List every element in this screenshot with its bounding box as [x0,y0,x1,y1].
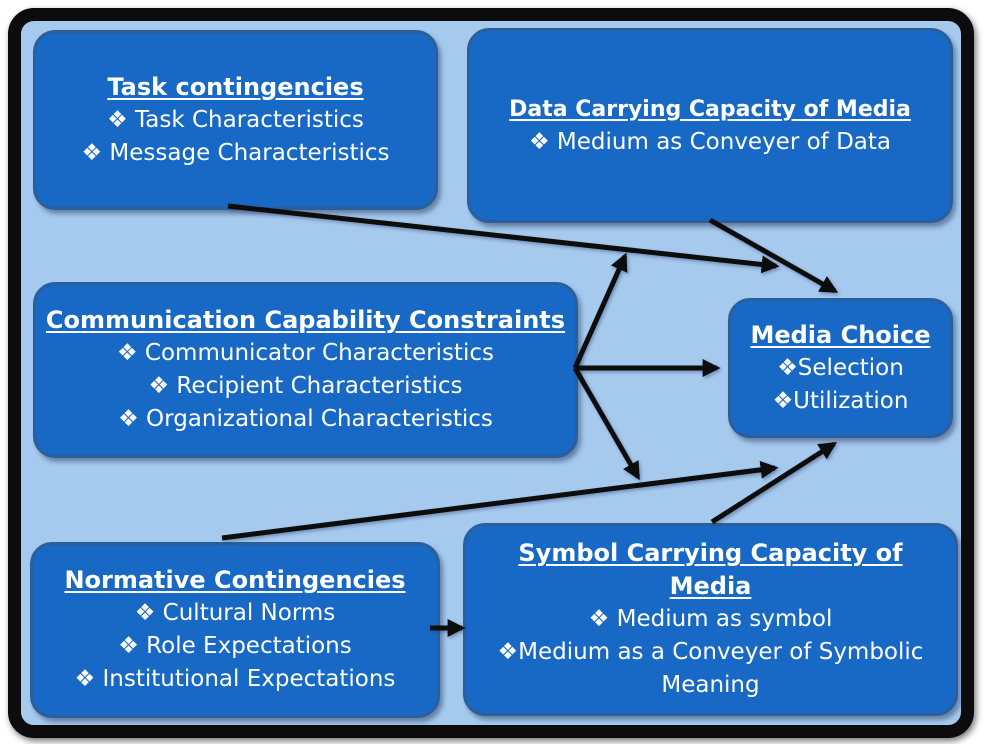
bullet-item: ❖Utilization [772,387,909,414]
bullet-item: ❖ Role Expectations [118,633,352,659]
box-data-carrying-capacity: Data Carrying Capacity of Media ❖ Medium… [467,28,953,223]
bullet-item: ❖ Task Characteristics [107,106,364,133]
bullet-item: ❖ Organizational Characteristics [118,406,493,432]
box-normative-contingencies-title: Normative Contingencies [64,566,406,594]
box-communication-capability-constraints: Communication Capability Constraints ❖ C… [33,282,578,458]
bullet-item: ❖ Communicator Characteristics [117,340,494,366]
bullet-item: ❖ Message Characteristics [81,139,390,166]
box-media-choice-title: Media Choice [750,320,931,349]
bullet-item: ❖ Medium as Conveyer of Data [529,128,891,155]
bullet-item: ❖ Cultural Norms [134,600,336,626]
box-media-choice: Media Choice ❖Selection ❖Utilization [728,298,953,438]
box-symbol-carrying-capacity-title: Symbol Carrying Capacity of Media [518,539,903,600]
box-communication-capability-constraints-title: Communication Capability Constraints [45,306,566,334]
box-data-carrying-capacity-title: Data Carrying Capacity of Media [509,96,911,122]
bullet-item: ❖ Institutional Expectations [74,666,396,692]
box-task-contingencies-title: Task contingencies [107,72,364,101]
bullet-item: ❖Selection [777,354,904,381]
bullet-item: ❖ Medium as symbol [588,606,833,632]
box-task-contingencies: Task contingencies ❖ Task Characteristic… [33,30,438,210]
bullet-item: ❖ Recipient Characteristics [148,373,463,399]
box-symbol-carrying-capacity: Symbol Carrying Capacity of Media ❖ Medi… [463,523,958,716]
bullet-item: ❖Medium as a Conveyer of Symbolic Meanin… [497,639,924,698]
box-normative-contingencies: Normative Contingencies ❖ Cultural Norms… [30,542,440,718]
